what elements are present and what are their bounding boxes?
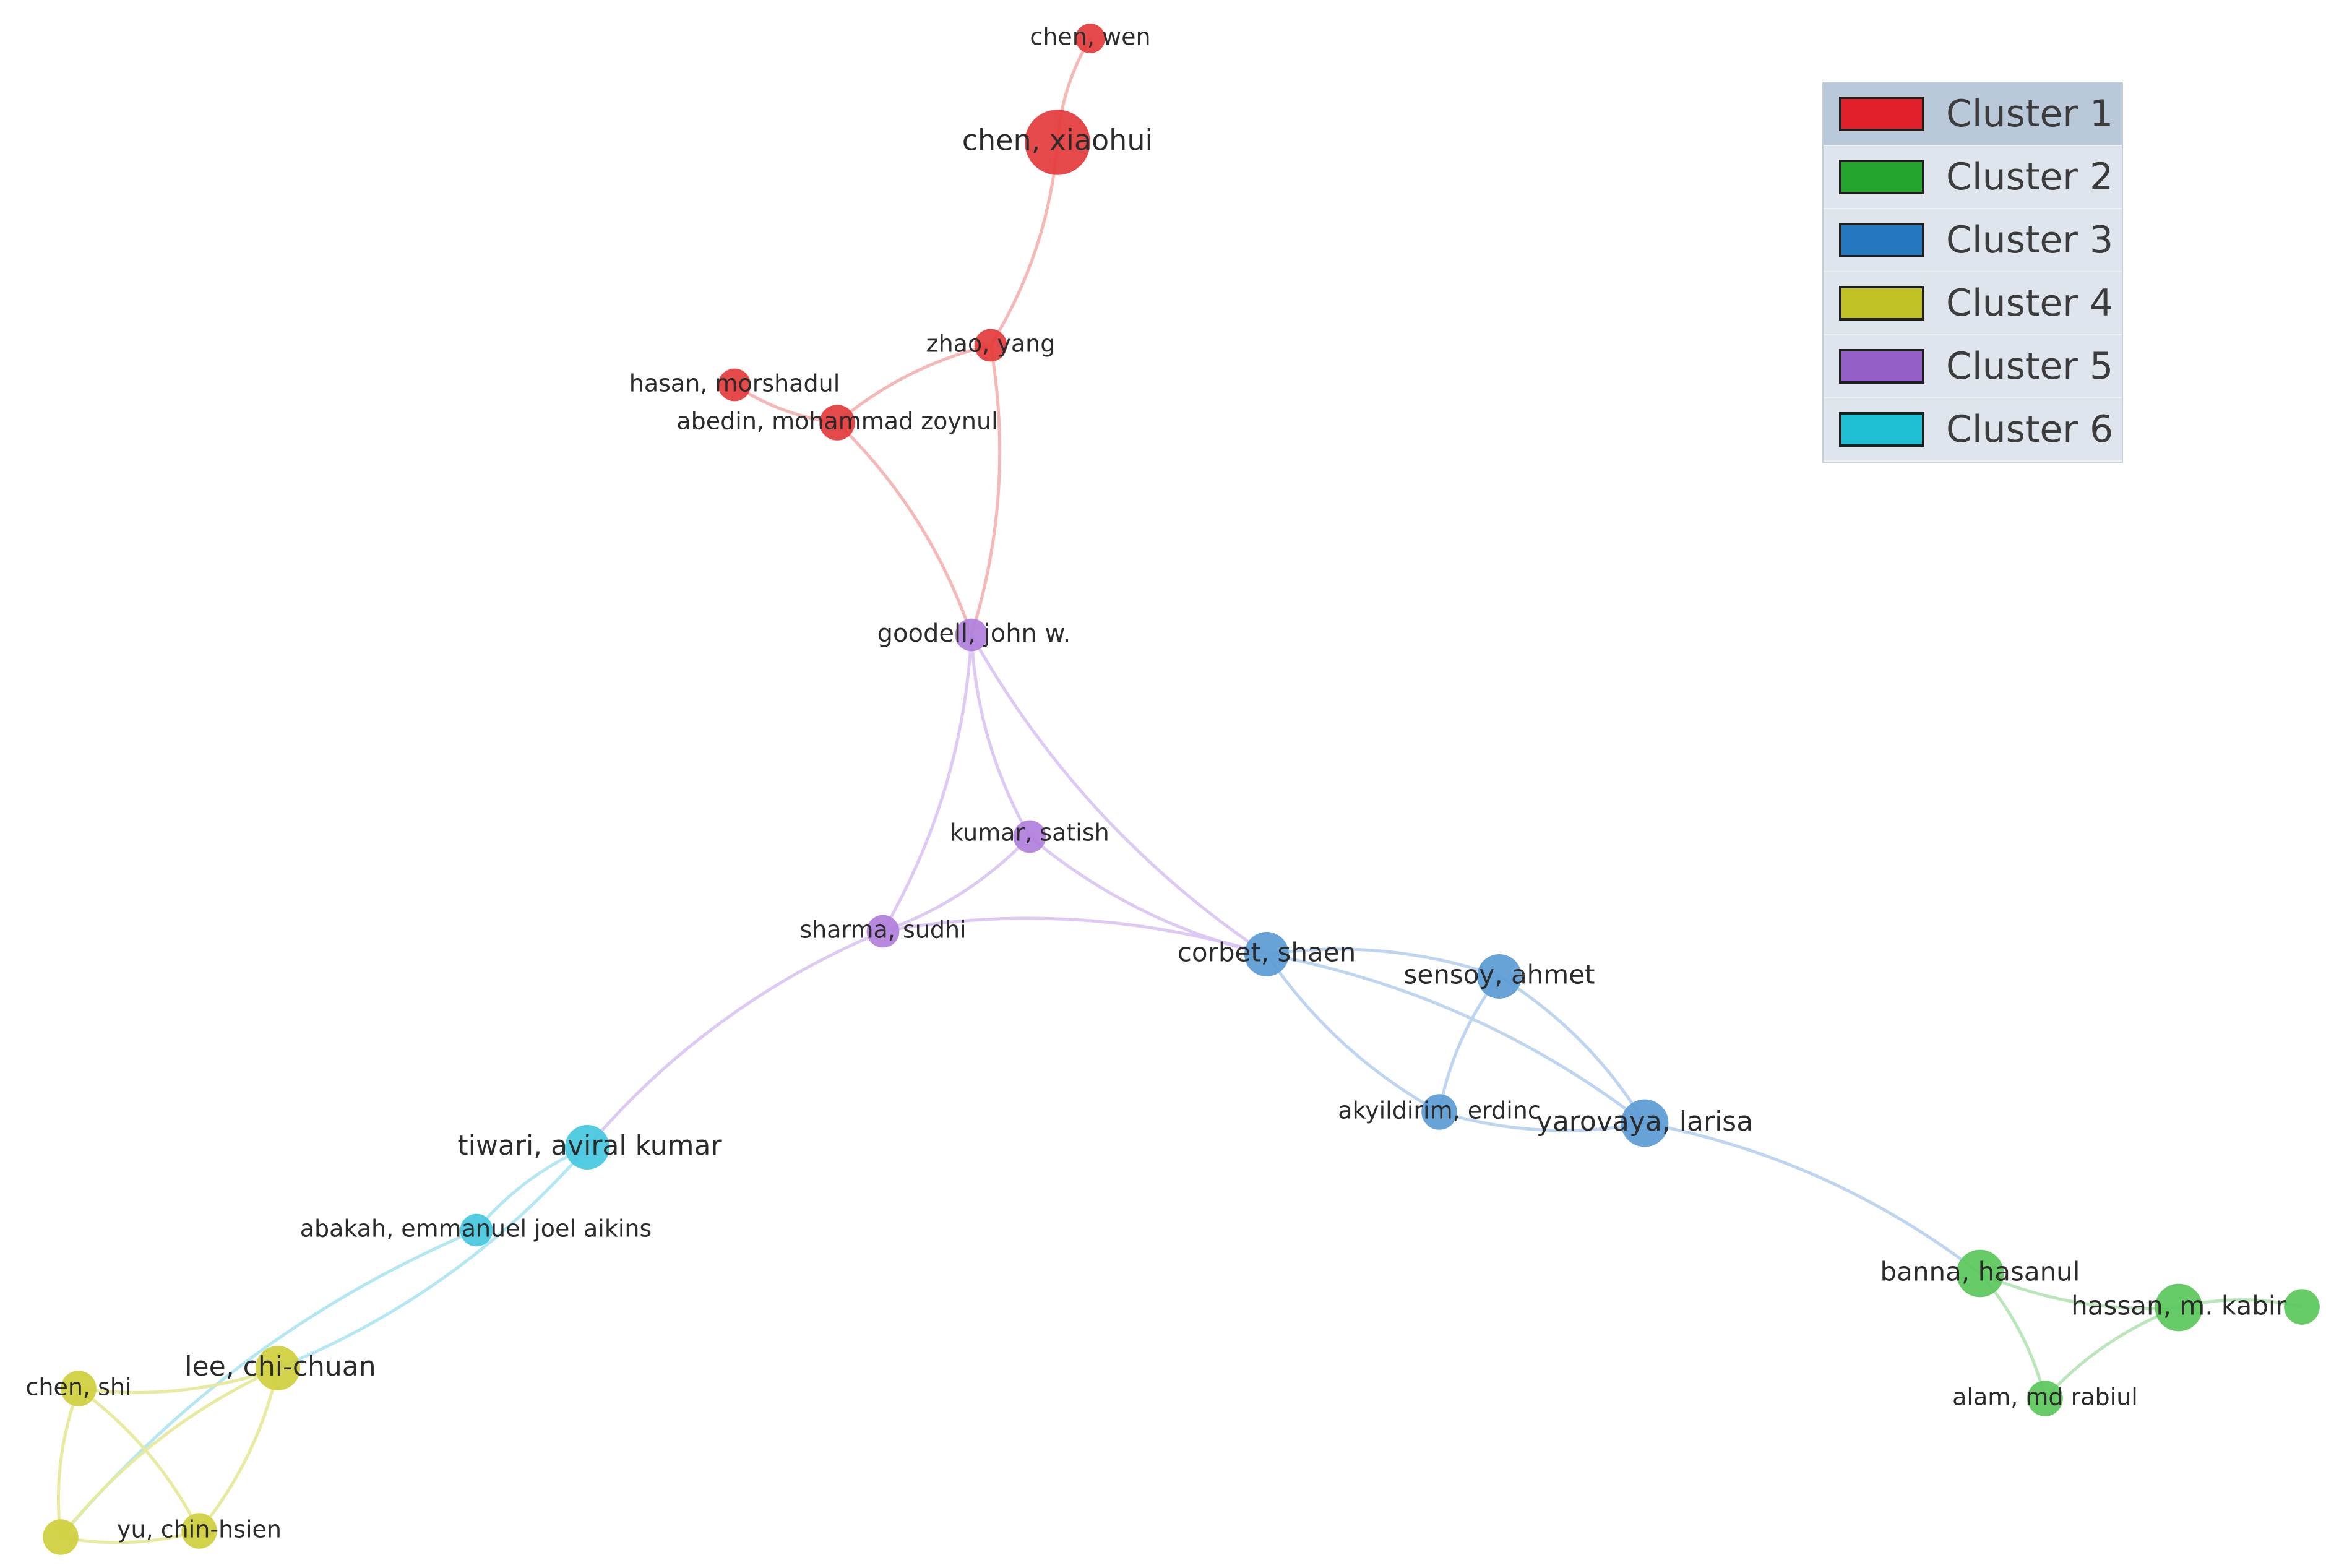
node-abedin_mohammad_zoynul[interactable] xyxy=(819,405,855,441)
link-corbet_shaen-yarovaya_larisa xyxy=(1266,952,1646,1124)
node-akyildirim_erdinc[interactable] xyxy=(1421,1094,1457,1130)
node-banna_hasanul[interactable] xyxy=(1956,1249,2004,1298)
node-label-chen_shi: chen, shi xyxy=(25,1374,131,1401)
node-sharma_sudhi[interactable] xyxy=(866,915,900,948)
node-zhao_yang[interactable] xyxy=(974,329,1007,362)
node-label-yu_chin_hsien: yu, chin-hsien xyxy=(117,1516,282,1543)
node-chen_xiaohui[interactable] xyxy=(1025,110,1090,175)
link-goodell_john_w-corbet_shaen xyxy=(970,634,1268,956)
node-hasan_morshadul[interactable] xyxy=(718,368,751,402)
node-label-yarovaya_larisa: yarovaya, larisa xyxy=(1536,1106,1753,1137)
cluster-1-swatch xyxy=(1839,97,1924,131)
node-unlabeled_green[interactable] xyxy=(2284,1289,2320,1325)
legend-item-cluster-1[interactable]: Cluster 1 xyxy=(1824,83,2122,146)
link-corbet_shaen-akyildirim_erdinc xyxy=(1265,953,1441,1114)
link-tiwari_aviral_kumar-lee_chi_chuan xyxy=(277,1146,588,1370)
cluster-legend: Cluster 1 Cluster 2 Cluster 3 Cluster 4 … xyxy=(1822,82,2123,463)
node-label-akyildirim_erdinc: akyildirim, erdinc xyxy=(1338,1097,1541,1124)
node-label-sensoy_ahmet: sensoy, ahmet xyxy=(1403,960,1595,990)
links-layer xyxy=(56,37,2302,1544)
link-abedin_mohammad_zoynul-goodell_john_w xyxy=(836,421,973,635)
cluster-3-label: Cluster 3 xyxy=(1946,218,2114,262)
link-akyildirim_erdinc-yarovaya_larisa xyxy=(1439,1110,1645,1132)
node-label-tiwari_aviral_kumar: tiwari, aviral kumar xyxy=(457,1130,722,1161)
node-goodell_john_w[interactable] xyxy=(955,618,988,652)
legend-item-cluster-2[interactable]: Cluster 2 xyxy=(1824,146,2122,209)
cluster-2-label: Cluster 2 xyxy=(1946,155,2114,199)
link-corbet_shaen-sensoy_ahmet xyxy=(1266,947,1500,978)
link-lee_chi_chuan-unlabeled_yellow xyxy=(59,1366,279,1538)
link-chen_shi-unlabeled_yellow xyxy=(56,1388,80,1538)
cluster-5-swatch xyxy=(1839,349,1924,384)
link-lee_chi_chuan-chen_shi xyxy=(78,1366,278,1394)
cluster-6-swatch xyxy=(1839,412,1924,447)
node-label-sharma_sudhi: sharma, sudhi xyxy=(799,916,966,944)
node-label-abakah_emmanuel_joel_aikins: abakah, emmanuel joel aikins xyxy=(300,1215,652,1243)
node-label-kumar_satish: kumar, satish xyxy=(950,819,1109,846)
node-chen_wen[interactable] xyxy=(1075,24,1105,53)
cluster-3-swatch xyxy=(1839,223,1924,257)
node-label-hassan_m_kabir: hassan, m. kabir xyxy=(2071,1291,2286,1321)
labels-layer: chen, wen chen, xiaohui zhao, yang hasan, m… xyxy=(25,24,2286,1543)
node-label-hasan_morshadul: hasan, morshadul xyxy=(629,370,840,397)
legend-item-cluster-5[interactable]: Cluster 5 xyxy=(1824,335,2122,398)
cluster-4-swatch xyxy=(1839,286,1924,321)
legend-item-cluster-6[interactable]: Cluster 6 xyxy=(1824,398,2122,462)
node-sensoy_ahmet[interactable] xyxy=(1477,954,1522,999)
cluster-2-swatch xyxy=(1839,160,1924,194)
node-tiwari_aviral_kumar[interactable] xyxy=(565,1125,609,1170)
node-label-zhao_yang: zhao, yang xyxy=(926,330,1056,358)
node-label-chen_wen: chen, wen xyxy=(1030,24,1150,51)
node-hassan_m_kabir[interactable] xyxy=(2155,1283,2203,1332)
node-label-lee_chi_chuan: lee, chi-chuan xyxy=(184,1351,376,1382)
node-label-goodell_john_w: goodell, john w. xyxy=(877,619,1071,648)
node-chen_shi[interactable] xyxy=(61,1371,97,1406)
link-sharma_sudhi-corbet_shaen xyxy=(882,916,1267,956)
node-label-chen_xiaohui: chen, xiaohui xyxy=(962,124,1153,157)
node-label-alam_md_rabiul: alam, md rabiul xyxy=(1952,1384,2138,1411)
node-label-banna_hasanul: banna, hasanul xyxy=(1880,1257,2080,1287)
link-goodell_john_w-sharma_sudhi xyxy=(881,634,973,933)
link-yarovaya_larisa-banna_hasanul xyxy=(1644,1121,1981,1275)
cluster-1-label: Cluster 1 xyxy=(1946,92,2114,136)
node-yu_chin_hsien[interactable] xyxy=(181,1513,217,1549)
node-corbet_shaen[interactable] xyxy=(1244,932,1289,976)
node-unlabeled_yellow[interactable] xyxy=(43,1519,79,1555)
link-chen_shi-yu_chin_hsien xyxy=(77,1387,201,1532)
node-yarovaya_larisa[interactable] xyxy=(1621,1099,1669,1147)
cluster-4-label: Cluster 4 xyxy=(1946,282,2114,325)
link-banna_hasanul-hassan_m_kabir xyxy=(1979,1272,2179,1311)
link-zhao_yang-goodell_john_w xyxy=(970,345,1002,635)
link-sensoy_ahmet-yarovaya_larisa xyxy=(1498,975,1647,1124)
node-lee_chi_chuan[interactable] xyxy=(256,1346,300,1390)
node-alam_md_rabiul[interactable] xyxy=(2027,1381,2063,1416)
node-label-corbet_shaen: corbet, shaen xyxy=(1178,937,1356,968)
cluster-5-label: Cluster 5 xyxy=(1946,345,2114,388)
node-label-abedin_mohammad_zoynul: abedin, mohammad zoynul xyxy=(676,408,997,435)
node-kumar_satish[interactable] xyxy=(1013,820,1046,853)
legend-item-cluster-4[interactable]: Cluster 4 xyxy=(1824,272,2122,335)
link-zhao_yang-abedin_mohammad_zoynul xyxy=(836,343,991,424)
link-kumar_satish-corbet_shaen xyxy=(1028,835,1267,956)
link-kumar_satish-sharma_sudhi xyxy=(882,835,1031,933)
cluster-6-label: Cluster 6 xyxy=(1946,408,2114,451)
link-sharma_sudhi-tiwari_aviral_kumar xyxy=(586,929,884,1148)
nodes-layer xyxy=(43,24,2320,1555)
node-abakah_emmanuel_joel_aikins[interactable] xyxy=(460,1213,493,1247)
legend-item-cluster-3[interactable]: Cluster 3 xyxy=(1824,209,2122,272)
link-lee_chi_chuan-yu_chin_hsien xyxy=(198,1368,280,1532)
link-goodell_john_w-kumar_satish xyxy=(970,634,1032,838)
